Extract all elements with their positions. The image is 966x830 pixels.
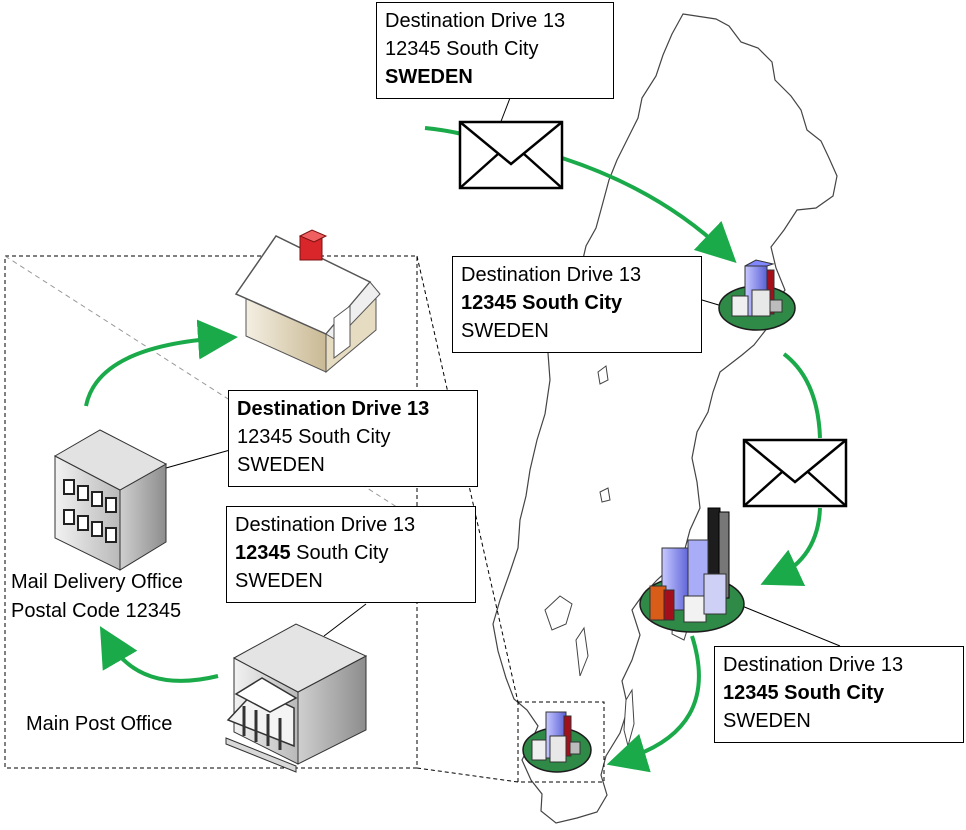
address-country: SWEDEN (385, 66, 473, 88)
zoom-source-frame (517, 701, 605, 783)
address-postcode-city: 12345 South City (461, 292, 623, 314)
city-icon (522, 711, 592, 773)
city-icon (718, 259, 796, 331)
main-post-office-label: Main Post Office (26, 713, 173, 735)
callout-leader (499, 97, 511, 125)
house-icon (234, 229, 381, 374)
callout-leader (741, 605, 841, 647)
arrow-into-envelope (424, 126, 463, 136)
address-card-north-city: Destination Drive 13 12345 South City SW… (452, 256, 702, 353)
lake-vattern (575, 626, 589, 677)
address-card-envelope: Destination Drive 13 12345 South City SW… (376, 2, 614, 99)
callout-leader (323, 603, 367, 637)
address-postcode-city: 12345 South City (723, 682, 885, 704)
zoom-connector-top (416, 255, 519, 703)
delivery-office-name: Mail Delivery Office (11, 571, 183, 593)
address-street: Destination Drive 13 (385, 10, 566, 32)
arrow-delivery-office-to-house (84, 319, 238, 407)
arrow-envelope-to-north-city (561, 156, 737, 264)
arrow-north-city-down (782, 352, 822, 439)
lake-vanern (544, 595, 573, 631)
address-card-regional-city: Destination Drive 13 12345 South City SW… (714, 646, 964, 743)
address-postcode-city: 12345 South City (237, 426, 391, 448)
address-country: SWEDEN (235, 570, 323, 592)
address-card-delivery-office: Destination Drive 13 12345 South City SW… (228, 390, 478, 487)
delivery-office-postal-code: Postal Code 12345 (11, 600, 182, 622)
address-country: SWEDEN (723, 710, 811, 732)
envelope-icon (742, 438, 848, 508)
small-island (597, 365, 609, 385)
post-office-icon (225, 623, 368, 773)
arrow-regional-city-to-local-city (606, 635, 701, 773)
office-building-icon (53, 429, 168, 571)
callout-leader (165, 449, 231, 469)
arrow-main-office-to-delivery-office (99, 626, 219, 683)
envelope-icon (458, 120, 564, 190)
address-postcode-city: 12345 South City (385, 38, 539, 60)
address-country: SWEDEN (237, 454, 325, 476)
small-island (599, 487, 611, 503)
delivery-office-label: Mail Delivery Office Postal Code 12345 (11, 568, 183, 626)
address-country: SWEDEN (461, 320, 549, 342)
address-postcode-city: 12345 South City (235, 539, 467, 567)
city-icon (639, 507, 745, 633)
arrow-envelope-to-regional-city (760, 507, 822, 586)
address-street: Destination Drive 13 (461, 264, 642, 286)
address-street: Destination Drive 13 (237, 398, 430, 420)
address-card-main-post-office: Destination Drive 13 12345 South City SW… (226, 506, 476, 603)
address-street: Destination Drive 13 (235, 514, 416, 536)
address-postcode: 12345 (235, 542, 291, 564)
address-street: Destination Drive 13 (723, 654, 904, 676)
zoom-connector-bottom (416, 767, 519, 783)
address-city: South City (290, 542, 389, 564)
